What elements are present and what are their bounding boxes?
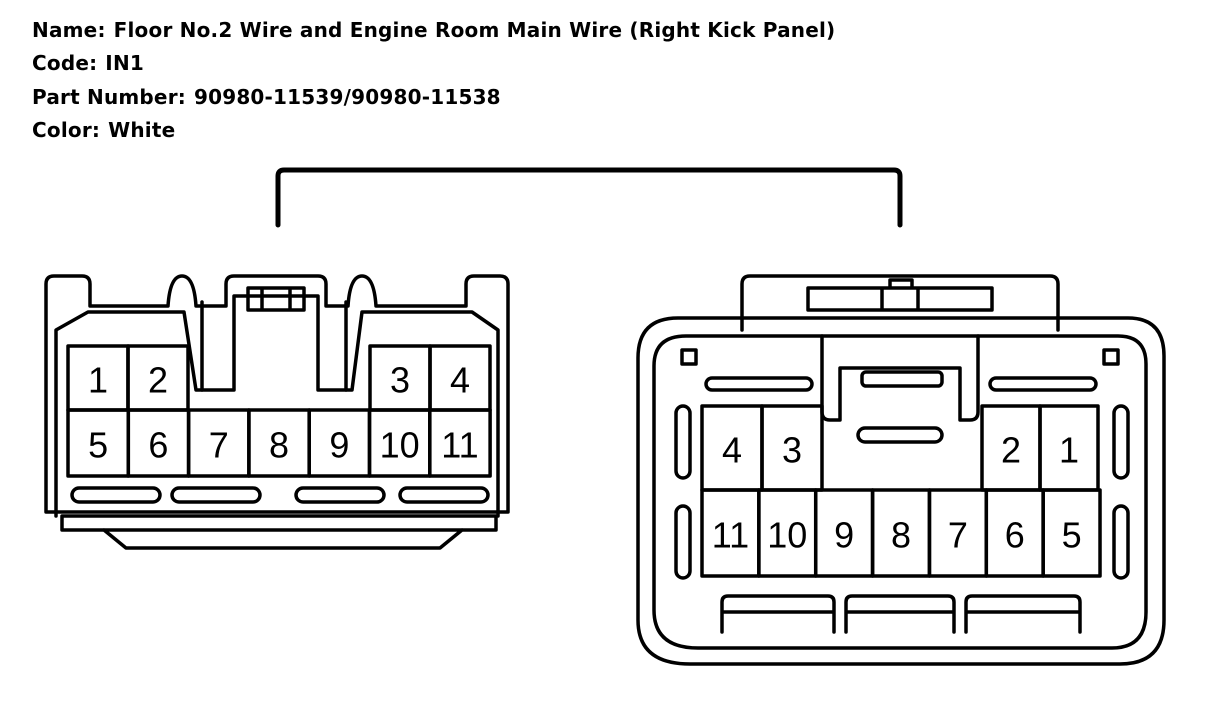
left-bottom-slot-4 [398,486,490,504]
name-value: Floor No.2 Wire and Engine Room Main Wir… [113,18,836,42]
left-lock-latch [246,286,306,312]
right-bottom-block-3 [964,594,1082,634]
right-side-rib-right-bottom [1112,504,1130,580]
left-bottom-slot-2 [170,486,262,504]
right-lock-slot [856,426,944,444]
left-terminal-10-label: 10 [380,425,420,466]
color-row: Color: White [32,118,175,142]
connector-code-row: Code: IN1 [32,51,144,75]
color-value: White [108,118,176,142]
right-terminal-7-label: 7 [948,515,968,556]
left-terminal-11-cavity [428,408,492,478]
part-number-value: 90980-11539/90980-11538 [193,85,501,109]
left-terminal-11-label: 11 [441,425,478,466]
left-terminal-4-label: 4 [450,360,470,401]
right-corner-pin-right [1102,348,1120,366]
right-top-slot-right [988,376,1098,392]
left-bottom-slot-1 [70,486,162,504]
right-terminal-2-label: 2 [1001,430,1021,471]
name-label: Name: [32,18,106,42]
left-connector-housing [44,274,510,514]
code-label: Code: [32,51,98,75]
color-label: Color: [32,118,101,142]
right-corner-pin-left [680,348,698,366]
part-number-label: Part Number: [32,85,186,109]
right-terminal-1-label: 1 [1059,430,1079,471]
mating-bracket [275,167,903,228]
right-lock-housing [740,274,1060,332]
left-terminal-6-label: 6 [148,425,168,466]
left-terminal-3-label: 3 [390,360,410,401]
right-side-rib-left-top [674,404,692,480]
right-lock-window [860,370,944,388]
right-lock-latch [806,278,994,312]
left-terminal-9-label: 9 [329,425,349,466]
left-connector-inner-frame [54,294,500,518]
right-connector-outer-shell [636,316,1166,666]
right-lock-channel [820,334,980,422]
right-side-rib-right-top [1112,404,1130,480]
right-terminal-11-label: 11 [712,515,749,556]
left-terminal-7-label: 7 [209,425,229,466]
right-terminal-6-label: 6 [1005,515,1025,556]
right-terminal-8-label: 8 [891,515,911,556]
right-bottom-block-2 [844,594,956,634]
right-terminal-5-label: 5 [1062,515,1082,556]
right-terminal-3-label: 3 [782,430,802,471]
right-terminal-4-label: 4 [722,430,742,471]
right-terminal-5-cavity [1041,488,1102,578]
connector-name-row: Name: Floor No.2 Wire and Engine Room Mai… [32,18,835,42]
right-connector-inner-shell [652,334,1148,650]
left-terminal-5-label: 5 [88,425,108,466]
code-value: IN1 [105,51,144,75]
part-number-row: Part Number: 90980-11539/90980-11538 [32,85,501,109]
left-terminal-2-label: 2 [148,360,168,401]
right-side-rib-left-bottom [674,504,692,580]
left-terminal-8-label: 8 [269,425,289,466]
left-bottom-slot-3 [294,486,386,504]
right-terminal-9-label: 9 [834,515,854,556]
right-top-slot-left [704,376,814,392]
left-cavity-divider-a [200,300,348,392]
right-bottom-block-1 [720,594,836,634]
left-connector-base [60,514,498,550]
left-terminal-1-label: 1 [88,360,108,401]
right-terminal-10-label: 10 [767,515,807,556]
